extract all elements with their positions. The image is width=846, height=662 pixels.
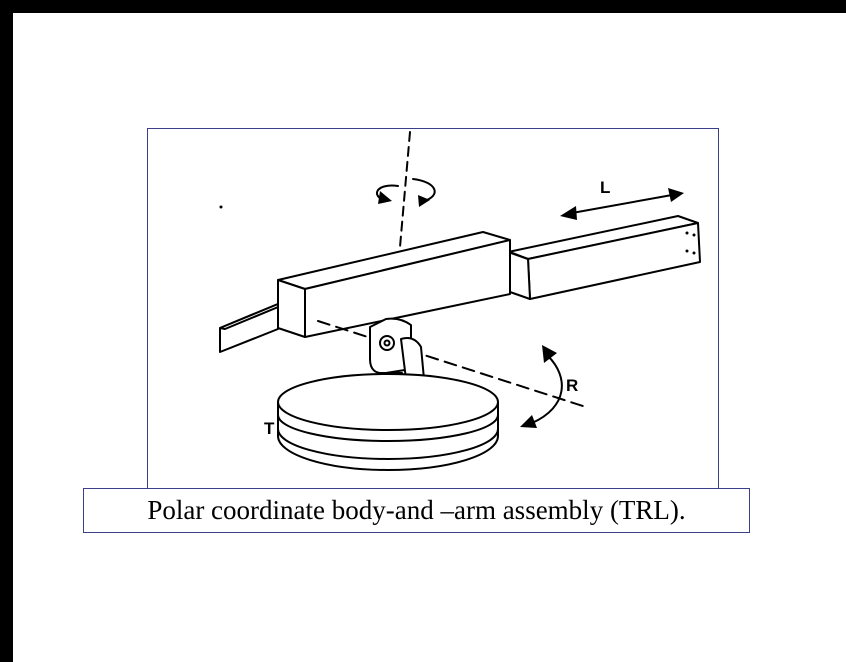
arm-rear-extension <box>219 303 284 353</box>
extending-arm <box>507 215 701 300</box>
trl-arm-diagram: L <box>219 131 701 471</box>
figure-frame: L <box>147 128 719 493</box>
base-rotation-arrow <box>376 178 436 207</box>
body-housing <box>277 231 511 338</box>
linear-extension-arrow <box>560 188 684 220</box>
wrist-axis <box>317 320 587 408</box>
caption-box: Polar coordinate body-and –arm assembly … <box>83 488 750 533</box>
figure-caption: Polar coordinate body-and –arm assembly … <box>147 495 686 525</box>
label-t: T <box>264 419 275 438</box>
label-r: R <box>566 376 578 395</box>
wrist-rotation-arrow <box>520 345 563 428</box>
vertical-axis <box>399 131 411 248</box>
stray-dot <box>219 205 223 209</box>
slide: L <box>13 13 846 662</box>
twist-disc <box>277 373 499 471</box>
label-l: L <box>600 178 610 197</box>
arm-entry-edge <box>509 251 529 260</box>
